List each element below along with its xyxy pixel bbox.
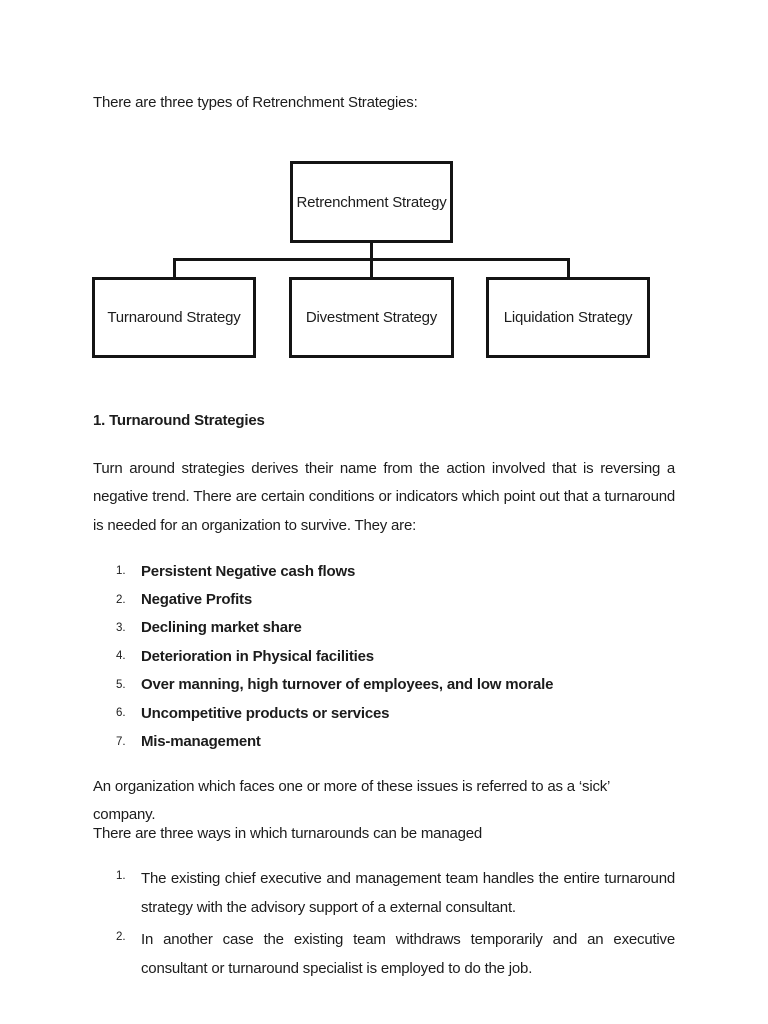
- list-item-text: Persistent Negative cash flows: [141, 562, 356, 580]
- paragraph-line: Turn around strategies derives their nam…: [93, 460, 675, 477]
- list-item: 2. In another case the existing team wit…: [93, 925, 675, 983]
- list-item-line: The existing chief executive and managem…: [141, 870, 675, 887]
- list-item-line: In another case the existing team withdr…: [141, 931, 675, 948]
- list-item-number: 4.: [116, 650, 126, 663]
- list-item-number: 6.: [116, 707, 126, 720]
- diagram-turnaround-box: Turnaround Strategy: [92, 277, 256, 358]
- diagram-liquidation-box: Liquidation Strategy: [486, 277, 650, 358]
- list-item-text: Negative Profits: [141, 591, 252, 609]
- list-item-text: Uncompetitive products or services: [141, 704, 390, 722]
- list-item-number: 1.: [116, 565, 126, 578]
- diagram-divestment-label: Divestment Strategy: [305, 309, 438, 326]
- list-item: 6. Uncompetitive products or services: [93, 699, 675, 727]
- list-item: 4. Deterioration in Physical facilities: [93, 642, 675, 670]
- diagram-divestment-box: Divestment Strategy: [289, 277, 454, 358]
- diagram-root-box: Retrenchment Strategy: [290, 161, 453, 243]
- intro-sentence: There are three types of Retrenchment St…: [93, 94, 418, 111]
- paragraph-line: negative trend. There are certain condit…: [93, 488, 675, 506]
- diagram-root-label: Retrenchment Strategy: [296, 193, 447, 211]
- intro-paragraph: Turn around strategies derives their nam…: [93, 455, 675, 540]
- list-item: 3. Declining market share: [93, 614, 675, 642]
- list-item: 7. Mis-management: [93, 727, 675, 755]
- list-item-line: consultant or turnaround specialist is e…: [141, 960, 533, 977]
- paragraph-line: is needed for an organization to survive…: [93, 516, 417, 534]
- diagram-turnaround-label: Turnaround Strategy: [107, 309, 241, 326]
- diagram-liquidation-label: Liquidation Strategy: [503, 309, 633, 326]
- connector-right-drop: [567, 258, 570, 277]
- list-item-text: Over manning, high turnover of employees…: [141, 676, 554, 694]
- list-item-number: 2.: [116, 593, 126, 606]
- list-item-text: Declining market share: [141, 619, 302, 637]
- list-item-text: Deterioration in Physical facilities: [141, 647, 374, 665]
- list-item-number: 5.: [116, 678, 126, 691]
- connector-root-stem: [370, 243, 373, 261]
- list-item-number: 2.: [116, 931, 126, 943]
- list-item: 5. Over manning, high turnover of employ…: [93, 671, 675, 699]
- connector-middle-drop: [370, 258, 373, 277]
- connector-left-drop: [173, 258, 176, 277]
- list-item-number: 1.: [116, 870, 126, 882]
- list-item: 1. Persistent Negative cash flows: [93, 557, 675, 585]
- three-ways-sentence: There are three ways in which turnaround…: [93, 825, 483, 842]
- indicators-list: 1. Persistent Negative cash flows 2. Neg…: [93, 557, 675, 756]
- list-item-number: 3.: [116, 621, 126, 634]
- sick-company-sentence: An organization which faces one or more …: [93, 778, 610, 824]
- ways-list: 1. The existing chief executive and mana…: [93, 864, 675, 986]
- list-item: 2. Negative Profits: [93, 585, 675, 613]
- list-item-text: Mis-management: [141, 733, 261, 751]
- list-item-number: 7.: [116, 735, 126, 748]
- list-item: 1. The existing chief executive and mana…: [93, 864, 675, 922]
- list-item-line: strategy with the advisory support of a …: [141, 899, 516, 916]
- section-heading: 1. Turnaround Strategies: [93, 412, 265, 429]
